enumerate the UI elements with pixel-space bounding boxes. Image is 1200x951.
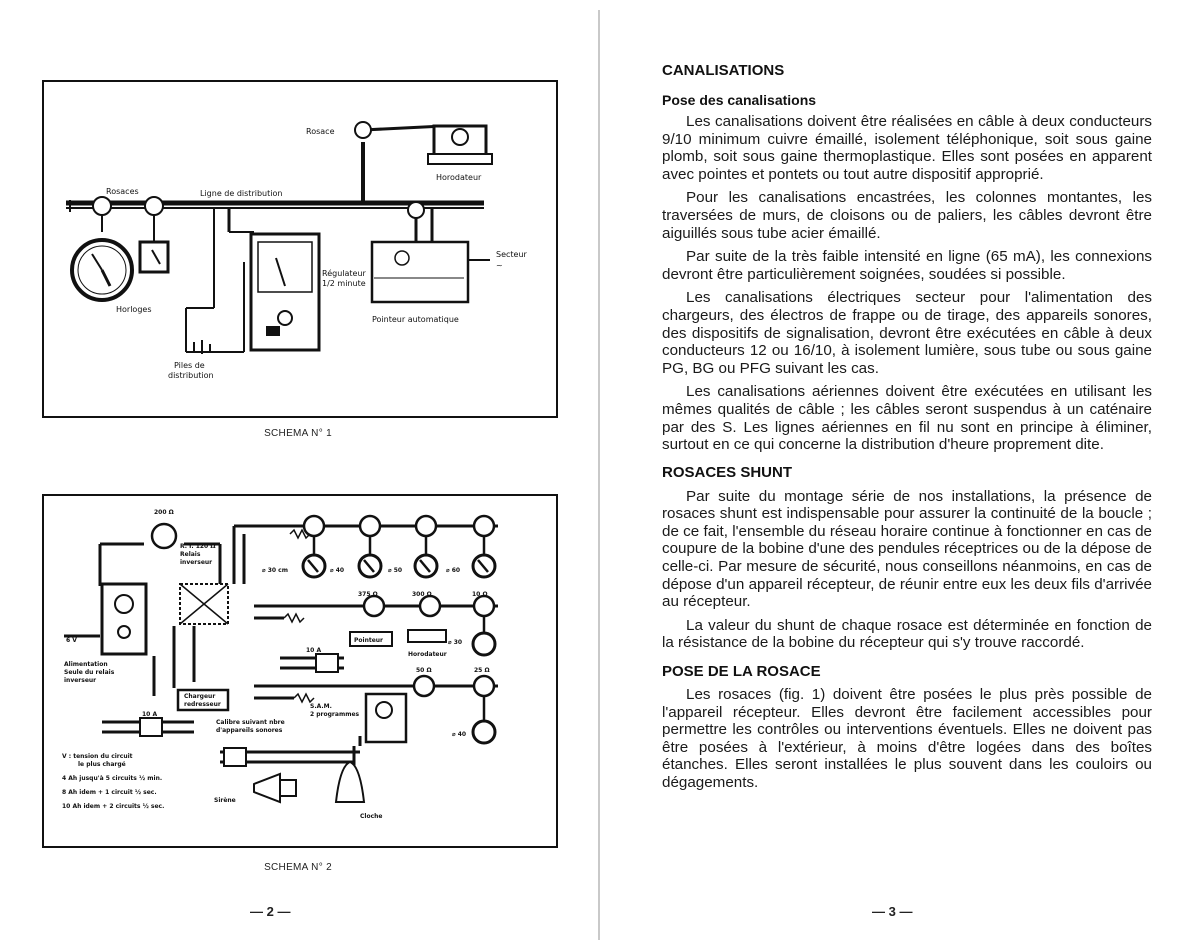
s2-sam-2: 2 programmes (310, 711, 360, 718)
paragraph: Par suite du montage série de nos instal… (662, 487, 1152, 611)
label-horloges: Horloges (116, 305, 151, 314)
s2-r25: 25 Ω (474, 667, 490, 674)
schema-1-caption: SCHEMA N° 1 (264, 428, 332, 439)
section-subtitle-pose: Pose des canalisations (662, 92, 817, 108)
s2-note-4ah: 4 Ah jusqu'à 5 circuits ½ min. (62, 775, 162, 782)
paragraph: Les canalisations électriques secteur po… (662, 289, 1152, 377)
schema-2-frame: 200 Ω R. I. 120 Ω Relais inverseur ⌀ 30 … (42, 494, 558, 848)
paragraph: Les rosaces (fig. 1) doivent être posées… (662, 686, 1152, 791)
s2-calibre-1: Calibre suivant nbre (216, 719, 285, 726)
schema-2-caption: SCHEMA N° 2 (264, 862, 332, 873)
s2-r200: 200 Ω (154, 509, 174, 516)
s2-r50: 50 Ω (416, 667, 432, 674)
s2-pointeur: Pointeur (354, 637, 383, 644)
schema-1-frame: Rosace Horodateur Rosaces Ligne de distr… (42, 80, 558, 418)
label-regulateur-2: 1/2 minute (322, 279, 366, 288)
paragraph: Les canalisations aériennes doivent être… (662, 383, 1152, 454)
s2-cloche: Cloche (360, 813, 382, 820)
paragraph: Pour les canalisations encastrées, les c… (662, 189, 1152, 242)
s2-vnote-1: V : tension du circuit (62, 753, 133, 760)
s2-r375: 375 Ω (358, 591, 378, 598)
s2-alim-2: Seule du relais (64, 669, 115, 676)
page-fold (598, 10, 600, 940)
s2-sam-1: S.A.M. (310, 703, 332, 710)
paragraph: La valeur du shunt de chaque rosace est … (662, 616, 1152, 652)
label-rosace: Rosace (306, 127, 335, 136)
section-title-pose-rosace: POSE DE LA ROSACE (662, 663, 821, 681)
s2-sirene: Sirène (214, 797, 236, 804)
s2-alim-3: inverseur (64, 677, 96, 684)
s2-d40b: ⌀ 40 (452, 731, 466, 738)
s2-ri-2: Relais (180, 551, 201, 558)
s2-chargeur-2: redresseur (184, 701, 221, 708)
s2-r10: 10 Ω (472, 591, 488, 598)
s2-r300: 300 Ω (412, 591, 432, 598)
paragraph: Par suite de la très faible intensité en… (662, 248, 1152, 283)
s2-ri-1: R. I. 120 Ω (180, 543, 215, 550)
section-title-rosaces-shunt: ROSACES SHUNT (662, 463, 793, 481)
label-secteur: Secteur (496, 250, 528, 259)
s2-note-8ah: 8 Ah idem + 1 circuit ½ sec. (62, 789, 157, 796)
label-piles-1: Piles de (174, 361, 205, 370)
s2-10a-b: 10 A (306, 647, 321, 654)
s2-horodateur: Horodateur (408, 651, 447, 658)
paragraph: Les canalisations doivent être réalisées… (662, 113, 1152, 183)
label-rosaces: Rosaces (106, 187, 139, 196)
s2-calibre-2: d'appareils sonores (216, 727, 283, 734)
label-regulateur-1: Régulateur (322, 268, 367, 278)
s2-d60: ⌀ 60 (446, 567, 460, 574)
right-page-column: CANALISATIONS Pose des canalisations Les… (662, 60, 1152, 798)
schema-1-diagram: Rosace Horodateur Rosaces Ligne de distr… (66, 121, 528, 380)
s2-d50: ⌀ 50 (388, 567, 402, 574)
label-pointeur: Pointeur automatique (372, 315, 459, 324)
label-secteur-symbol: ~ (496, 261, 503, 270)
s2-vnote-2: le plus chargé (78, 761, 126, 768)
s2-6v: 6 V (66, 637, 77, 644)
s2-alim-1: Alimentation (64, 661, 108, 668)
schema-2-diagram: 200 Ω R. I. 120 Ω Relais inverseur ⌀ 30 … (62, 509, 498, 820)
section-title-canalisations: CANALISATIONS (662, 62, 785, 79)
s2-10a-a: 10 A (142, 711, 157, 718)
s2-d30: ⌀ 30 cm (262, 567, 288, 574)
label-horodateur: Horodateur (436, 173, 482, 182)
s2-note-10ah: 10 Ah idem + 2 circuits ½ sec. (62, 803, 164, 810)
label-piles-2: distribution (168, 371, 214, 380)
page-number-right: — 3 — (872, 904, 913, 919)
s2-chargeur-1: Chargeur (184, 693, 215, 700)
label-ligne: Ligne de distribution (200, 189, 282, 198)
s2-d30b: ⌀ 30 (448, 639, 462, 646)
s2-ri-3: inverseur (180, 559, 212, 566)
s2-d40: ⌀ 40 (330, 567, 344, 574)
page-number-left: — 2 — (250, 904, 291, 919)
